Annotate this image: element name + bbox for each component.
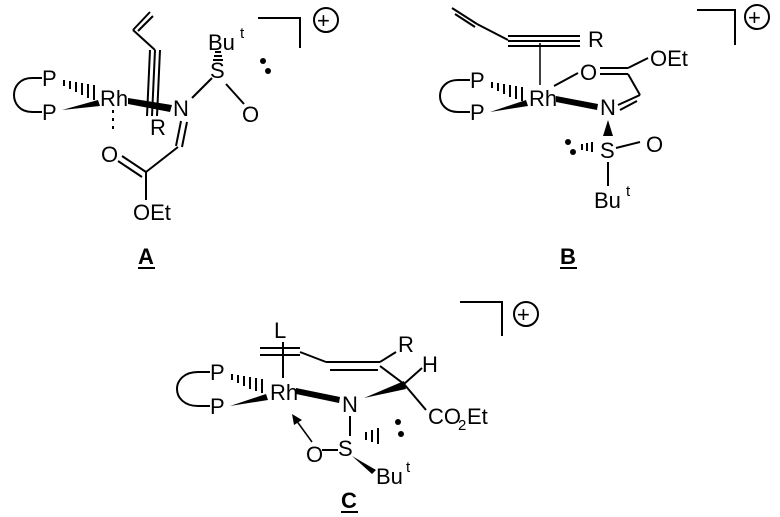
- atom-p-top-a: P: [42, 66, 57, 91]
- atom-o-sulfinyl-b: O: [646, 132, 663, 157]
- atom-o-carbonyl-b: O: [580, 60, 597, 85]
- atom-t-b: t: [626, 183, 631, 200]
- atom-o-sulfinyl-a: O: [242, 102, 259, 127]
- atom-rh-b: Rh: [529, 86, 557, 111]
- caption-c: C: [341, 488, 357, 513]
- atom-p-bottom-a: P: [42, 100, 57, 125]
- hashed-bond-a: [63, 80, 95, 100]
- substituent-r-b: R: [588, 27, 604, 52]
- group-oet-a: OEt: [133, 200, 171, 225]
- diphosphine-backbone-b: [439, 79, 459, 113]
- atom-n-c: N: [342, 392, 358, 417]
- atom-s-a: S: [210, 58, 225, 83]
- atom-n-a: N: [173, 96, 189, 121]
- rh-n-bond-c: [296, 388, 340, 403]
- caption-a: A: [138, 244, 154, 269]
- atom-bu-a: Bu: [208, 30, 235, 55]
- atom-rh-a: Rh: [100, 86, 128, 111]
- atom-o-carbonyl-a: O: [101, 142, 118, 167]
- atom-bu-b: Bu: [594, 188, 621, 213]
- atom-n-b: N: [600, 95, 616, 120]
- structure-a: P P Rh R N S O: [13, 7, 339, 269]
- structure-b: P P Rh R O OEt N: [439, 4, 770, 269]
- group-oet-b: OEt: [650, 46, 688, 71]
- diphosphine-backbone-a: [13, 77, 33, 113]
- atom-p-bottom-c: P: [210, 394, 225, 419]
- group-co-subscript-c: 2: [458, 417, 466, 434]
- atom-s-b: S: [600, 138, 615, 163]
- atom-bu-c: Bu: [376, 464, 403, 489]
- hashed-bond-b: [491, 82, 523, 101]
- atom-h-c: H: [422, 352, 438, 377]
- wedge-bond-a: [62, 100, 100, 110]
- substituent-r-c: R: [398, 332, 414, 357]
- wedge-bond-c: [230, 394, 268, 406]
- charge-c: +: [517, 302, 530, 327]
- wedge-bond-b: [490, 100, 528, 112]
- diphosphine-backbone-c: [176, 371, 199, 407]
- atom-l-c: L: [274, 318, 286, 343]
- charge-a: +: [317, 8, 330, 33]
- group-co-c: CO: [428, 404, 461, 429]
- atom-t-a: t: [240, 25, 245, 42]
- group-et-c: Et: [467, 404, 488, 429]
- atom-p-top-c: P: [210, 360, 225, 385]
- rh-n-bond-a: [128, 98, 172, 112]
- atom-o-c: O: [306, 442, 323, 467]
- atom-p-bottom-b: P: [470, 100, 485, 125]
- caption-b: B: [560, 244, 576, 269]
- structure-c: P P Rh L R H CO 2 Et N S: [176, 301, 539, 513]
- rh-n-bond-b: [556, 96, 598, 110]
- atom-p-top-b: P: [470, 68, 485, 93]
- atom-t-c: t: [406, 459, 411, 476]
- atom-rh-c: Rh: [270, 380, 298, 405]
- charge-b: +: [748, 5, 761, 30]
- substituent-r-a: R: [150, 115, 166, 140]
- atom-s-c: S: [338, 436, 353, 461]
- hashed-bond-c: [231, 374, 263, 393]
